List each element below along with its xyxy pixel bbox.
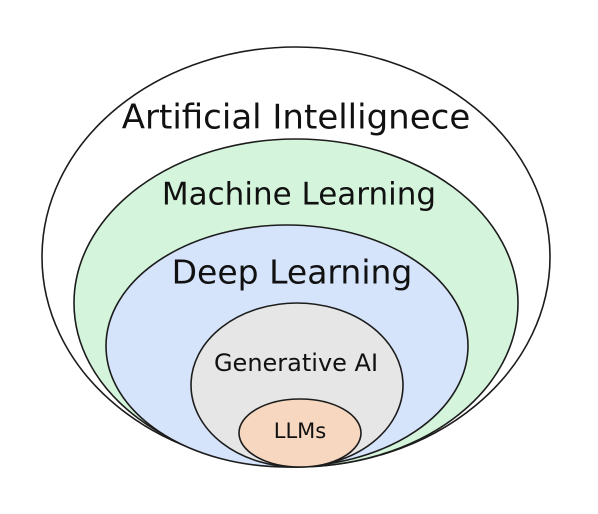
generative-ai-label: Generative AI bbox=[214, 349, 378, 377]
ai-label: Artificial Intellignece bbox=[122, 98, 470, 138]
machine-learning-label: Machine Learning bbox=[162, 177, 436, 213]
llms-label: LLMs bbox=[274, 419, 326, 443]
llms-ellipse bbox=[238, 398, 362, 468]
deep-learning-label: Deep Learning bbox=[172, 253, 413, 292]
